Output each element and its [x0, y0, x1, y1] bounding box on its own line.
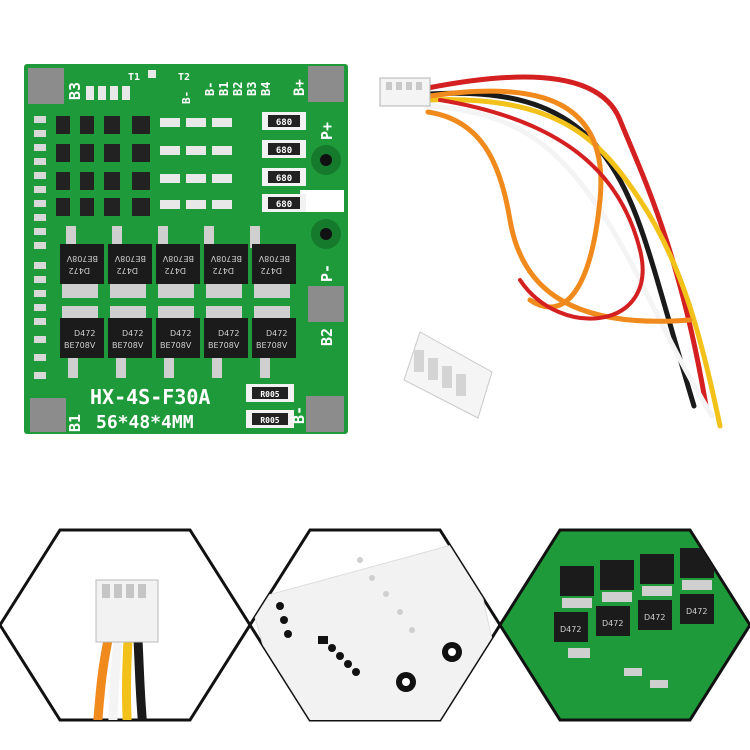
silk-t1: T1 — [128, 72, 140, 83]
pad-b3 — [28, 68, 64, 104]
mosfet-code-label: BE708V — [64, 341, 96, 350]
thumbnail-mosfet-label: D472 — [602, 619, 623, 628]
resistor-label: 680 — [276, 200, 292, 210]
svg-text:B2: B2 — [231, 82, 245, 96]
mosfet-part-label: D472 — [69, 266, 90, 275]
thumbnail-connector — [0, 528, 252, 722]
mosfet-chip — [60, 244, 104, 284]
mosfet-chip — [60, 318, 104, 358]
mosfet-row-lower: D472 BE708V D472 BE708V D472 BE708V D472… — [60, 306, 296, 378]
mosfet-code-label: BE708V — [114, 254, 146, 263]
silk-b2: B2 — [318, 328, 336, 346]
thumbnail-mosfet-label: D472 — [686, 607, 707, 616]
shunt-label: R005 — [260, 390, 279, 399]
mosfet-part-label: D472 — [261, 266, 282, 275]
mosfet-chip — [252, 318, 296, 358]
silk-p-minus: P- — [318, 264, 336, 282]
pad-b-plus — [308, 66, 344, 102]
svg-text:B-: B- — [180, 91, 193, 104]
silk-b1: B1 — [66, 414, 84, 432]
mosfet-part-label: D472 — [213, 266, 234, 275]
thumbnail-board-closeup: -F30A D472 D472 D472 D472 — [498, 528, 750, 722]
svg-text:B-: B- — [203, 82, 217, 96]
mosfet-code-label: BE708V — [162, 254, 194, 263]
shunt-resistors: R005 R005 — [246, 384, 294, 428]
pcb-size-label: 56*48*4MM — [96, 412, 194, 433]
mosfet-chip — [204, 244, 248, 284]
pin-header-socket — [403, 331, 493, 419]
thumbnail-board-back — [248, 528, 502, 722]
mosfet-chip — [156, 318, 200, 358]
pad-b1 — [30, 398, 66, 432]
mosfet-code-label: BE708V — [112, 341, 144, 350]
mosfet-row-upper: D472 BE708V D472 BE708V D472 BE708V D472… — [60, 226, 296, 298]
resistor-label: 680 — [276, 146, 292, 156]
mosfet-part-label: D472 — [117, 266, 138, 275]
bms-pcb-board: 680 680 680 680 D472 BE708V D472 BE7 — [24, 64, 348, 434]
svg-text:B+: B+ — [292, 79, 308, 96]
mosfet-part-label: D472 — [122, 329, 143, 338]
mosfet-part-label: D472 — [218, 329, 239, 338]
mosfet-part-label: D472 — [74, 329, 95, 338]
mosfet-code-label: BE708V — [160, 341, 192, 350]
mosfet-part-label: D472 — [165, 266, 186, 275]
shunt-label: R005 — [260, 416, 279, 425]
silk-b3: B3 — [66, 82, 84, 100]
control-ic-rows — [56, 70, 232, 216]
mosfet-part-label: D472 — [170, 329, 191, 338]
svg-text:B4: B4 — [259, 82, 273, 96]
mosfet-chip — [108, 244, 152, 284]
svg-text:B1: B1 — [217, 82, 231, 96]
mosfet-chip — [108, 318, 152, 358]
silk-p-plus: P+ — [318, 122, 336, 140]
mosfet-chip — [156, 244, 200, 284]
pad-b2 — [308, 286, 344, 322]
silk-b-minus: B- — [290, 406, 308, 424]
mosfet-chip — [252, 244, 296, 284]
thumbnail-mosfet-label: D472 — [560, 625, 581, 634]
resistor-label: 680 — [276, 174, 292, 184]
pad-b-minus — [306, 396, 344, 432]
mosfet-part-label: D472 — [266, 329, 287, 338]
svg-text:B3: B3 — [245, 82, 259, 96]
mosfet-code-label: BE708V — [256, 341, 288, 350]
jst-cable-assembly — [379, 74, 723, 429]
mosfet-chip — [204, 318, 248, 358]
mosfet-code-label: BE708V — [208, 341, 240, 350]
balance-resistor-column: 680 680 680 680 — [262, 112, 306, 212]
pcb-model-label: HX-4S-F30A — [90, 385, 210, 409]
resistor-label: 680 — [276, 118, 292, 128]
header-labels: B- B- B1 B2 B3 B4 B+ — [180, 79, 308, 104]
mosfet-code-label: BE708V — [210, 254, 242, 263]
silk-t2: T2 — [178, 72, 190, 83]
mosfet-code-label: BE708V — [66, 254, 98, 263]
thumbnail-mosfet-label: D472 — [644, 613, 665, 622]
smd-component-column — [34, 116, 46, 379]
mosfet-code-label: BE708V — [258, 254, 290, 263]
